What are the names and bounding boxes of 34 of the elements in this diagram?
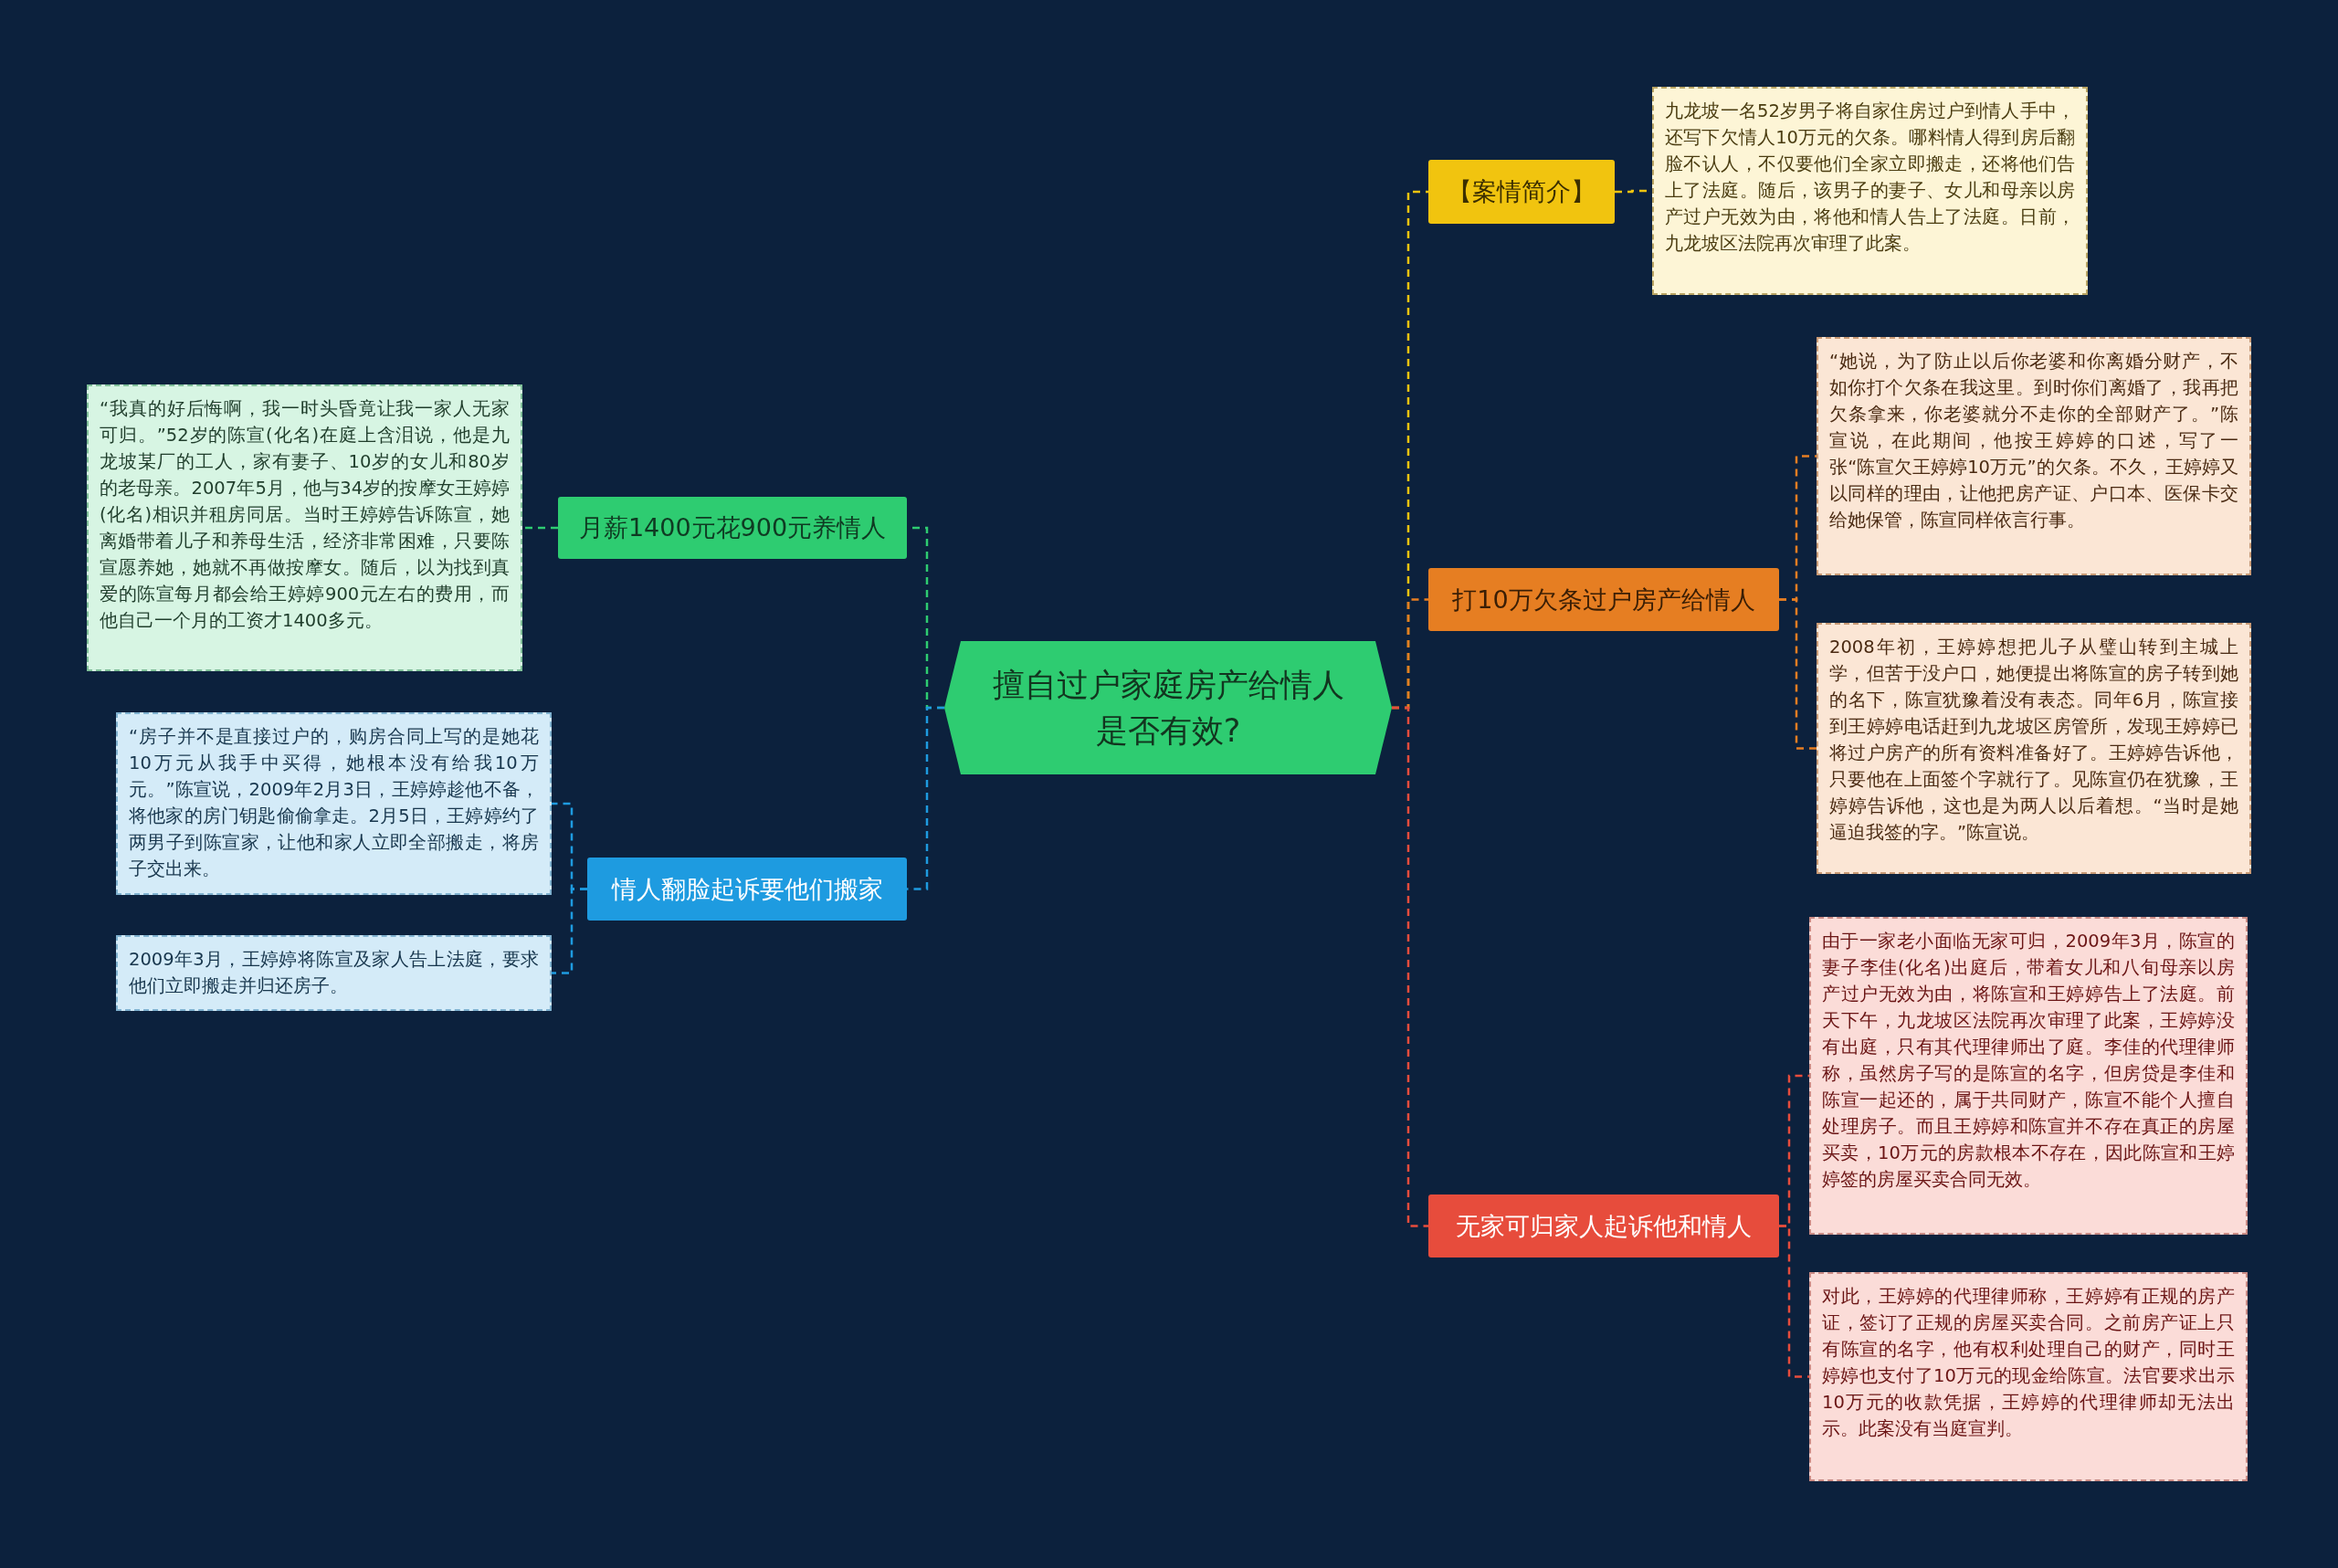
- branch-topic-box: [1428, 1194, 1779, 1258]
- branch-topic-box: [587, 858, 907, 921]
- central-topic-hexagon: [944, 641, 1392, 774]
- topic-label: 【案情简介】: [1448, 176, 1596, 207]
- note-text: 由于一家老小面临无家可归，2009年3月，陈宣的妻子李佳(化名)出庭后，带着女儿和八旬母亲以房产过户无效为由，将陈宣和王婷婷告上了法庭。前天下午，九龙坡区法院再次审理了此案，王婷婷没有出庭，只有其代理律师出了庭。李佳的代理律师称，虽然房子写的是陈宣的名字，但房贷是李佳和陈宣一起还的，属于共同财产，陈宣不能个人擅自处理房子。而且王婷婷和陈宣并不存在真正的房屋买卖，10万元的房款根本不存在，因此陈宣和王婷婷签的房屋买卖合同无效。: [1822, 931, 2235, 1190]
- note-text: 2009年3月，王婷婷将陈宣及家人告上法庭，要求他们立即搬走并归还房子。: [129, 949, 539, 996]
- note-box: [116, 935, 552, 1011]
- topic-label: 月薪1400元花900元养情人: [578, 512, 887, 543]
- topic-label: 擅自过户家庭房产给情人是否有效?: [991, 666, 1345, 751]
- note-text: “我真的好后悔啊，我一时头昏竟让我一家人无家可归。”52岁的陈宣(化名)在庭上含泪说，他是九龙坡某厂的工人，家有妻子、10岁的女儿和80岁的老母亲。2007年5月，他与34岁的按摩女王婷婷(化名)相识并租房同居。当时王婷婷告诉陈宣，她离婚带着儿子和养母生活，经济非常困难，只要陈宣愿养她，她就不再做按摩女。随后，以为找到真爱的陈宣每月都会给王婷婷900元左右的费用，而他自己一个月的工资才1400多元。: [100, 398, 510, 631]
- branch-topic-box: [1428, 568, 1779, 631]
- connector-line: [552, 888, 587, 974]
- note-text: “她说，为了防止以后你老婆和你离婚分财产，不如你打个欠条在我这里。到时你们离婚了，我再把欠条拿来，你老婆就分不走你的全部财产了。”陈宣说，在此期间，他按王婷婷的口述，写了一张“陈宣欠王婷婷10万元”的欠条。不久，王婷婷又以同样的理由，让他把房产证、户口本、医保卡交给她保管，陈宣同样依言行事。: [1829, 351, 2238, 531]
- note-text: 对此，王婷婷的代理律师称，王婷婷有正规的房产证，签订了正规的房屋买卖合同。之前房产证上只有陈宣的名字，他有权利处理自己的财产，同时王婷婷也支付了10万元的现金给陈宣。法官要求出示10万元的收款凭据，王婷婷的代理律师却无法出示。此案没有当庭宣判。: [1822, 1286, 2235, 1439]
- note-box: [1809, 917, 2248, 1235]
- note-box: [87, 384, 522, 671]
- connector-line: [1779, 598, 1817, 750]
- note-box: [1817, 623, 2251, 874]
- note-text: 九龙坡一名52岁男子将自家住房过户到情人手中，还写下欠情人10万元的欠条。哪料情人得到房后翻脸不认人，不仅要他们全家立即搬走，还将他们告上了法庭。随后，该男子的妻子、女儿和母亲以房产过户无效为由，将他和情人告上了法庭。日前，九龙坡区法院再次审理了此案。: [1665, 100, 2075, 254]
- connector-line: [907, 706, 944, 890]
- note-box: [1652, 87, 2088, 295]
- note-box: [116, 712, 552, 895]
- note-text: 2008年初，王婷婷想把儿子从璧山转到主城上学，但苦于没户口，她便提出将陈宣的房子转到她的名下，陈宣犹豫着没有表态。同年6月，陈宣接到王婷婷电话赶到九龙坡区房管所，发现王婷婷已将过户房产的所有资料准备好了。王婷婷告诉他，只要他在上面签个字就行了。见陈宣仍在犹豫，王婷婷告诉他，这也是为两人以后着想。“当时是她逼迫我签的字。”陈宣说。: [1829, 637, 2238, 843]
- note-box: [1817, 337, 2251, 575]
- connector-line: [1779, 1225, 1809, 1378]
- topic-label: 无家可归家人起诉他和情人: [1456, 1210, 1752, 1242]
- topic-label: 打10万欠条过户房产给情人: [1452, 584, 1755, 616]
- connector-line: [1392, 706, 1428, 1227]
- topic-label: 情人翻脸起诉要他们搬家: [611, 873, 883, 905]
- branch-topic-box: [1428, 160, 1615, 224]
- branch-topic-box: [558, 497, 907, 559]
- connector-line: [522, 526, 558, 530]
- note-text: “房子并不是直接过户的，购房合同上写的是她花10万元从我手中买得，她根本没有给我10万元。”陈宣说，2009年2月3日，王婷婷趁他不备，将他家的房门钥匙偷偷拿走。2月5日，王婷婷约了两男子到陈宣家，让他和家人立即全部搬走，将房子交出来。: [129, 726, 539, 879]
- note-box: [1809, 1272, 2248, 1481]
